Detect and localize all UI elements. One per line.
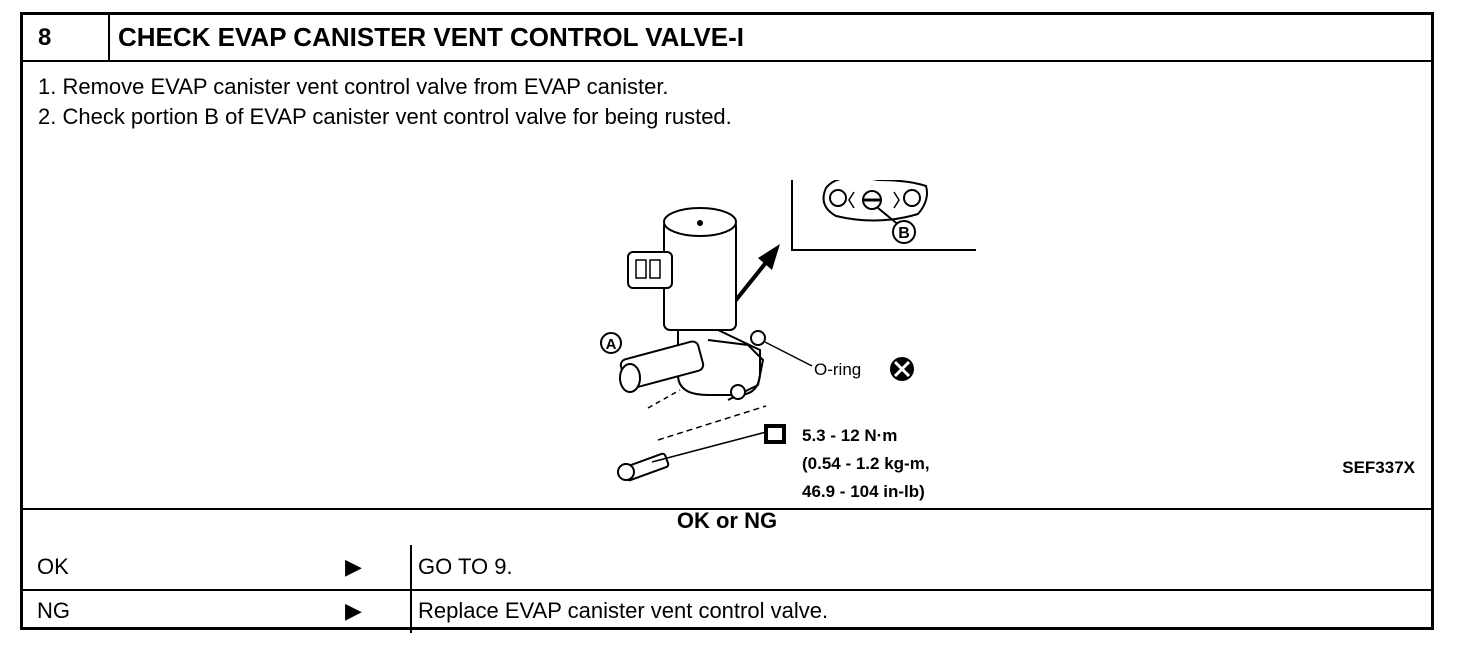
instruction-1: 1. Remove EVAP canister vent control val…: [38, 74, 669, 99]
result-action-ng: Replace EVAP canister vent control valve…: [410, 589, 828, 633]
oring-label: O-ring: [814, 360, 861, 379]
replace-icon: [890, 357, 914, 381]
result-row-ok: OK ▶ GO TO 9.: [23, 545, 1431, 591]
bolt: [617, 452, 670, 482]
procedure-sheet: 8 CHECK EVAP CANISTER VENT CONTROL VALVE…: [20, 12, 1434, 633]
arrow-icon: ▶: [345, 554, 362, 579]
step-body: 1. Remove EVAP canister vent control val…: [23, 60, 1431, 533]
step-header: 8 CHECK EVAP CANISTER VENT CONTROL VALVE…: [23, 15, 1431, 62]
instruction-2: 2. Check portion B of EVAP canister vent…: [38, 102, 732, 132]
result-label-ng: NG: [37, 598, 70, 623]
label-a: A: [606, 336, 617, 353]
valve-illustration: B: [600, 180, 976, 501]
label-a-circle: [600, 332, 622, 354]
result-label-ok: OK: [37, 554, 69, 579]
result-action-ok: GO TO 9.: [410, 545, 513, 589]
inset-frame: [791, 180, 976, 251]
arrow-icon: ▶: [345, 598, 362, 623]
result-row-ng: NG ▶ Replace EVAP canister vent control …: [23, 589, 1431, 633]
instruction-2-text: 2. Check portion B of EVAP canister vent…: [38, 104, 732, 129]
torque-line-1: 5.3 - 12 N·m: [802, 426, 897, 445]
label-b: B: [898, 225, 910, 242]
step-title: CHECK EVAP CANISTER VENT CONTROL VALVE-I: [118, 22, 744, 52]
valve-body: [617, 207, 767, 482]
oring-part: [750, 330, 766, 346]
figure-code: SEF337X: [1342, 458, 1415, 477]
valve-flange-inset: B: [822, 180, 928, 244]
torque-line-2: (0.54 - 1.2 kg-m,: [802, 454, 930, 473]
step-number: 8: [23, 15, 110, 60]
torque-line-3: 46.9 - 104 in-lb): [802, 482, 925, 501]
ok-or-ng-heading: OK or NG: [676, 508, 778, 533]
